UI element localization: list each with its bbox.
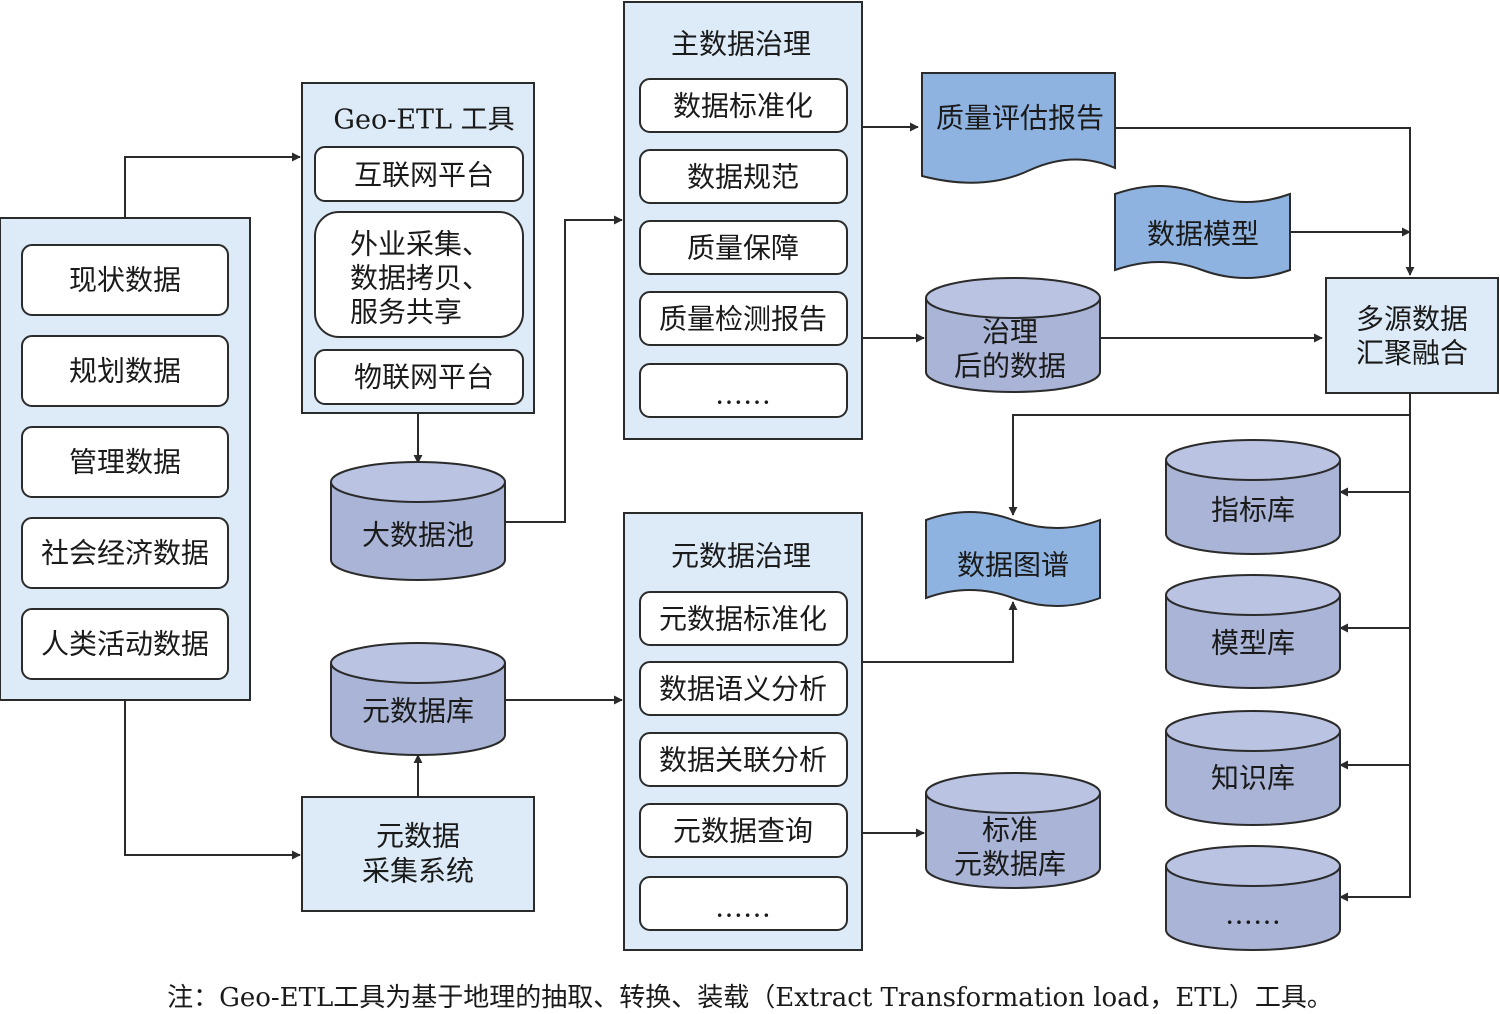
svg-text:数据标准化: 数据标准化 — [673, 90, 813, 123]
svg-text:社会经济数据: 社会经济数据 — [41, 537, 209, 570]
multi-source-fusion-box: 多源数据 汇聚融合 — [1325, 277, 1499, 394]
meta-governance-item: 元数据查询 — [639, 803, 848, 858]
geo-etl-title: Geo-ETL 工具 — [333, 105, 514, 136]
metadata-collection-system: 元数据 采集系统 — [301, 796, 535, 912]
master-governance-item: 质量检测报告 — [639, 291, 848, 346]
quality-report-document: 质量评估报告 — [921, 72, 1116, 184]
master-governance-title: 主数据治理 — [671, 28, 811, 61]
svg-text:数据规范: 数据规范 — [687, 161, 799, 194]
library-cylinder: 知识库 — [1165, 710, 1341, 826]
data-graph-wave: 数据图谱 — [925, 511, 1101, 607]
svg-text:数据语义分析: 数据语义分析 — [659, 673, 827, 706]
master-data-governance-panel: 主数据治理 数据标准化 数据规范 质量保障 质量检测报告 …… — [623, 1, 863, 440]
svg-text:采集系统: 采集系统 — [362, 855, 474, 888]
source-data-panel: 现状数据 规划数据 管理数据 社会经济数据 人类活动数据 — [0, 217, 251, 701]
library-cylinder: 指标库 — [1165, 439, 1341, 555]
governed-data-cylinder: 治理 后的数据 — [925, 277, 1101, 393]
master-governance-item: …… — [639, 363, 848, 418]
geo-etl-item: 互联网平台 — [314, 146, 524, 202]
meta-governance-item: 元数据标准化 — [639, 591, 848, 646]
master-governance-item: 数据标准化 — [639, 78, 848, 133]
library-cylinder: …… — [1165, 845, 1341, 951]
svg-text:……: …… — [715, 891, 771, 924]
arrow-fusion-to-data-graph — [1008, 414, 1410, 516]
svg-text:治理: 治理 — [982, 316, 1038, 349]
svg-text:物联网平台: 物联网平台 — [354, 361, 494, 394]
svg-text:元数据查询: 元数据查询 — [673, 815, 813, 848]
svg-text:后的数据: 后的数据 — [954, 350, 1066, 383]
svg-text:元数据库: 元数据库 — [954, 848, 1066, 881]
meta-governance-item: 数据语义分析 — [639, 661, 848, 716]
source-item: 人类活动数据 — [21, 608, 229, 680]
svg-text:知识库: 知识库 — [1211, 762, 1295, 795]
svg-text:……: …… — [1225, 898, 1281, 931]
svg-text:数据模型: 数据模型 — [1147, 218, 1259, 251]
svg-text:现状数据: 现状数据 — [69, 264, 181, 297]
geo-etl-item: 物联网平台 — [314, 349, 524, 405]
svg-text:质量评估报告: 质量评估报告 — [936, 102, 1104, 135]
geo-etl-item: 外业采集、 数据拷贝、 服务共享 — [314, 211, 524, 338]
geo-etl-panel: Geo-ETL 工具 互联网平台 外业采集、 数据拷贝、 服务共享 物联网平台 — [301, 82, 535, 414]
svg-text:数据关联分析: 数据关联分析 — [659, 744, 827, 777]
svg-text:多源数据: 多源数据 — [1356, 303, 1468, 336]
meta-governance-title: 元数据治理 — [671, 540, 811, 573]
source-item: 现状数据 — [21, 244, 229, 316]
master-governance-item: 质量保障 — [639, 220, 848, 275]
arrow-sources-to-collection — [124, 700, 301, 860]
svg-text:元数据库: 元数据库 — [362, 695, 474, 728]
svg-text:服务共享: 服务共享 — [350, 296, 462, 329]
data-model-wave: 数据模型 — [1114, 185, 1291, 279]
metadata-governance-panel: 元数据治理 元数据标准化 数据语义分析 数据关联分析 元数据查询 …… — [623, 512, 863, 951]
connectors — [124, 122, 1415, 902]
arrow-sources-to-geo-etl — [124, 152, 301, 218]
arrow-to-data-graph — [862, 601, 1018, 663]
svg-text:指标库: 指标库 — [1211, 494, 1295, 527]
svg-text:管理数据: 管理数据 — [69, 446, 181, 479]
svg-text:元数据标准化: 元数据标准化 — [659, 603, 827, 636]
svg-text:数据图谱: 数据图谱 — [957, 549, 1069, 582]
arrow-report-to-fusion — [1115, 127, 1415, 276]
arrow-fusion-to-last-lib — [1339, 393, 1411, 902]
meta-governance-item: …… — [639, 876, 848, 931]
source-item: 社会经济数据 — [21, 517, 229, 589]
svg-text:规划数据: 规划数据 — [69, 355, 181, 388]
library-cylinder: 模型库 — [1165, 574, 1341, 689]
svg-text:质量保障: 质量保障 — [687, 232, 799, 265]
svg-text:……: …… — [715, 378, 771, 411]
svg-text:互联网平台: 互联网平台 — [354, 159, 494, 192]
svg-text:汇聚融合: 汇聚融合 — [1356, 337, 1468, 370]
source-item: 管理数据 — [21, 426, 229, 498]
svg-text:质量检测报告: 质量检测报告 — [659, 303, 827, 336]
svg-text:模型库: 模型库 — [1211, 627, 1295, 660]
metadata-db-cylinder: 元数据库 — [330, 642, 506, 756]
footnote: 注：Geo-ETL工具为基于地理的抽取、转换、装载（Extract Transf… — [167, 983, 1333, 1013]
arrow-pool-to-master — [505, 215, 623, 523]
svg-text:外业采集、: 外业采集、 — [350, 228, 490, 261]
master-governance-item: 数据规范 — [639, 149, 848, 204]
meta-governance-item: 数据关联分析 — [639, 732, 848, 787]
big-data-pool-cylinder: 大数据池 — [330, 461, 506, 581]
svg-text:数据拷贝、: 数据拷贝、 — [350, 262, 490, 295]
svg-text:人类活动数据: 人类活动数据 — [41, 628, 209, 661]
standard-metadata-db-cylinder: 标准 元数据库 — [925, 772, 1101, 889]
source-item: 规划数据 — [21, 335, 229, 407]
svg-text:标准: 标准 — [982, 814, 1038, 847]
svg-text:元数据: 元数据 — [376, 820, 460, 853]
svg-text:大数据池: 大数据池 — [362, 519, 474, 552]
